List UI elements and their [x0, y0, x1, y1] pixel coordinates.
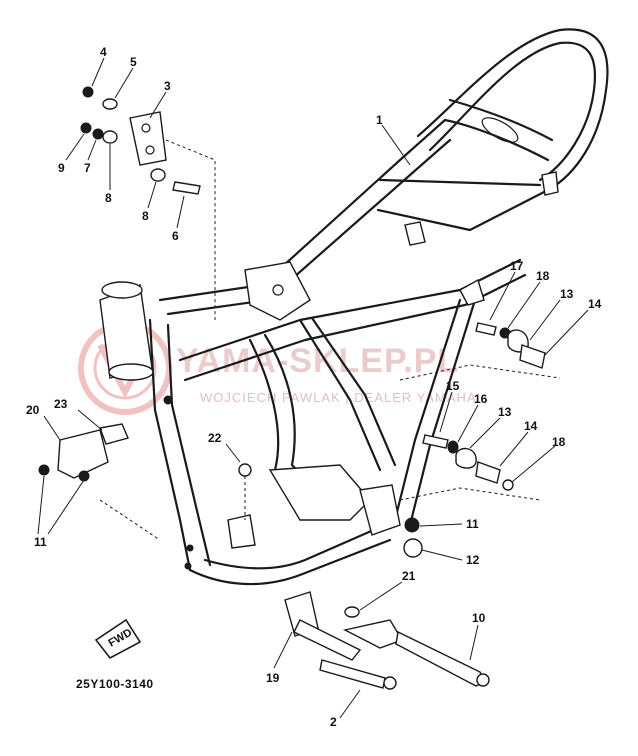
fwd-arrow: FWD — [94, 618, 142, 660]
callout-3: 3 — [164, 79, 171, 93]
callout-5: 5 — [130, 55, 137, 69]
bolt-6 — [172, 181, 201, 195]
callout-18b: 18 — [552, 435, 566, 449]
engine-mount-right-group — [399, 322, 561, 501]
cap-12 — [403, 538, 423, 558]
callout-1: 1 — [376, 113, 383, 127]
callout-19: 19 — [266, 671, 280, 685]
watermark-subtitle: WOJCIECH PAWLAK | DEALER YAMAHA — [200, 390, 477, 405]
callouts: 1 2 3 4 5 6 7 8 8 9 10 11 11 12 13 13 14… — [26, 45, 602, 729]
bolt-11b — [78, 470, 90, 482]
callout-11a: 11 — [34, 535, 47, 549]
callout-9: 9 — [58, 161, 65, 175]
washer-8b — [150, 168, 166, 182]
sidestand-foot — [342, 619, 404, 649]
washer-8a — [102, 130, 118, 144]
callout-8b: 8 — [142, 209, 149, 223]
collar-14b — [475, 461, 501, 484]
center-fastener-group — [238, 463, 423, 558]
washer-21 — [344, 606, 360, 618]
nut-9 — [80, 122, 92, 134]
bolt-10 — [395, 630, 486, 687]
callout-13b: 13 — [498, 405, 512, 419]
callout-18a: 18 — [536, 269, 550, 283]
washer-16 — [447, 440, 459, 454]
callout-4: 4 — [100, 45, 107, 59]
bolt-2 — [319, 659, 386, 689]
washer-7 — [92, 128, 104, 140]
sidestand-leg — [293, 619, 362, 661]
callout-12: 12 — [466, 553, 480, 567]
callout-11b: 11 — [466, 517, 479, 531]
callout-22: 22 — [208, 431, 222, 445]
leader-lines — [37, 57, 589, 719]
engine-mount-bracket-group — [80, 86, 216, 320]
collar-14a — [519, 344, 546, 369]
callout-13a: 13 — [560, 287, 574, 301]
part-code: 25Y100-3140 — [76, 677, 154, 691]
bolt-4 — [82, 86, 94, 98]
engine-mount-bracket — [129, 111, 167, 166]
callout-7: 7 — [84, 161, 91, 175]
callout-21: 21 — [402, 569, 416, 583]
callout-23: 23 — [54, 397, 68, 411]
bolt-15 — [422, 434, 449, 449]
bracket-20 — [57, 429, 109, 479]
callout-17: 17 — [510, 259, 524, 273]
damper-23 — [99, 423, 129, 445]
callout-8a: 8 — [105, 191, 112, 205]
callout-10: 10 — [472, 611, 486, 625]
callout-20: 20 — [26, 403, 40, 417]
nut-11 — [404, 517, 420, 533]
callout-16: 16 — [474, 392, 488, 406]
washer-18b — [502, 479, 514, 491]
callout-6: 6 — [172, 229, 179, 243]
sidestand-group — [284, 591, 490, 690]
bolt-11a — [38, 464, 50, 476]
cap-22 — [238, 463, 252, 477]
callout-2: 2 — [330, 715, 337, 729]
washer-5 — [102, 98, 118, 110]
bolt-17 — [475, 322, 497, 336]
rubber-13b — [455, 447, 477, 469]
callout-14b: 14 — [524, 419, 538, 433]
front-bracket-group — [38, 423, 161, 541]
main-frame — [99, 28, 609, 586]
callout-15: 15 — [446, 379, 460, 393]
callout-14a: 14 — [588, 297, 602, 311]
